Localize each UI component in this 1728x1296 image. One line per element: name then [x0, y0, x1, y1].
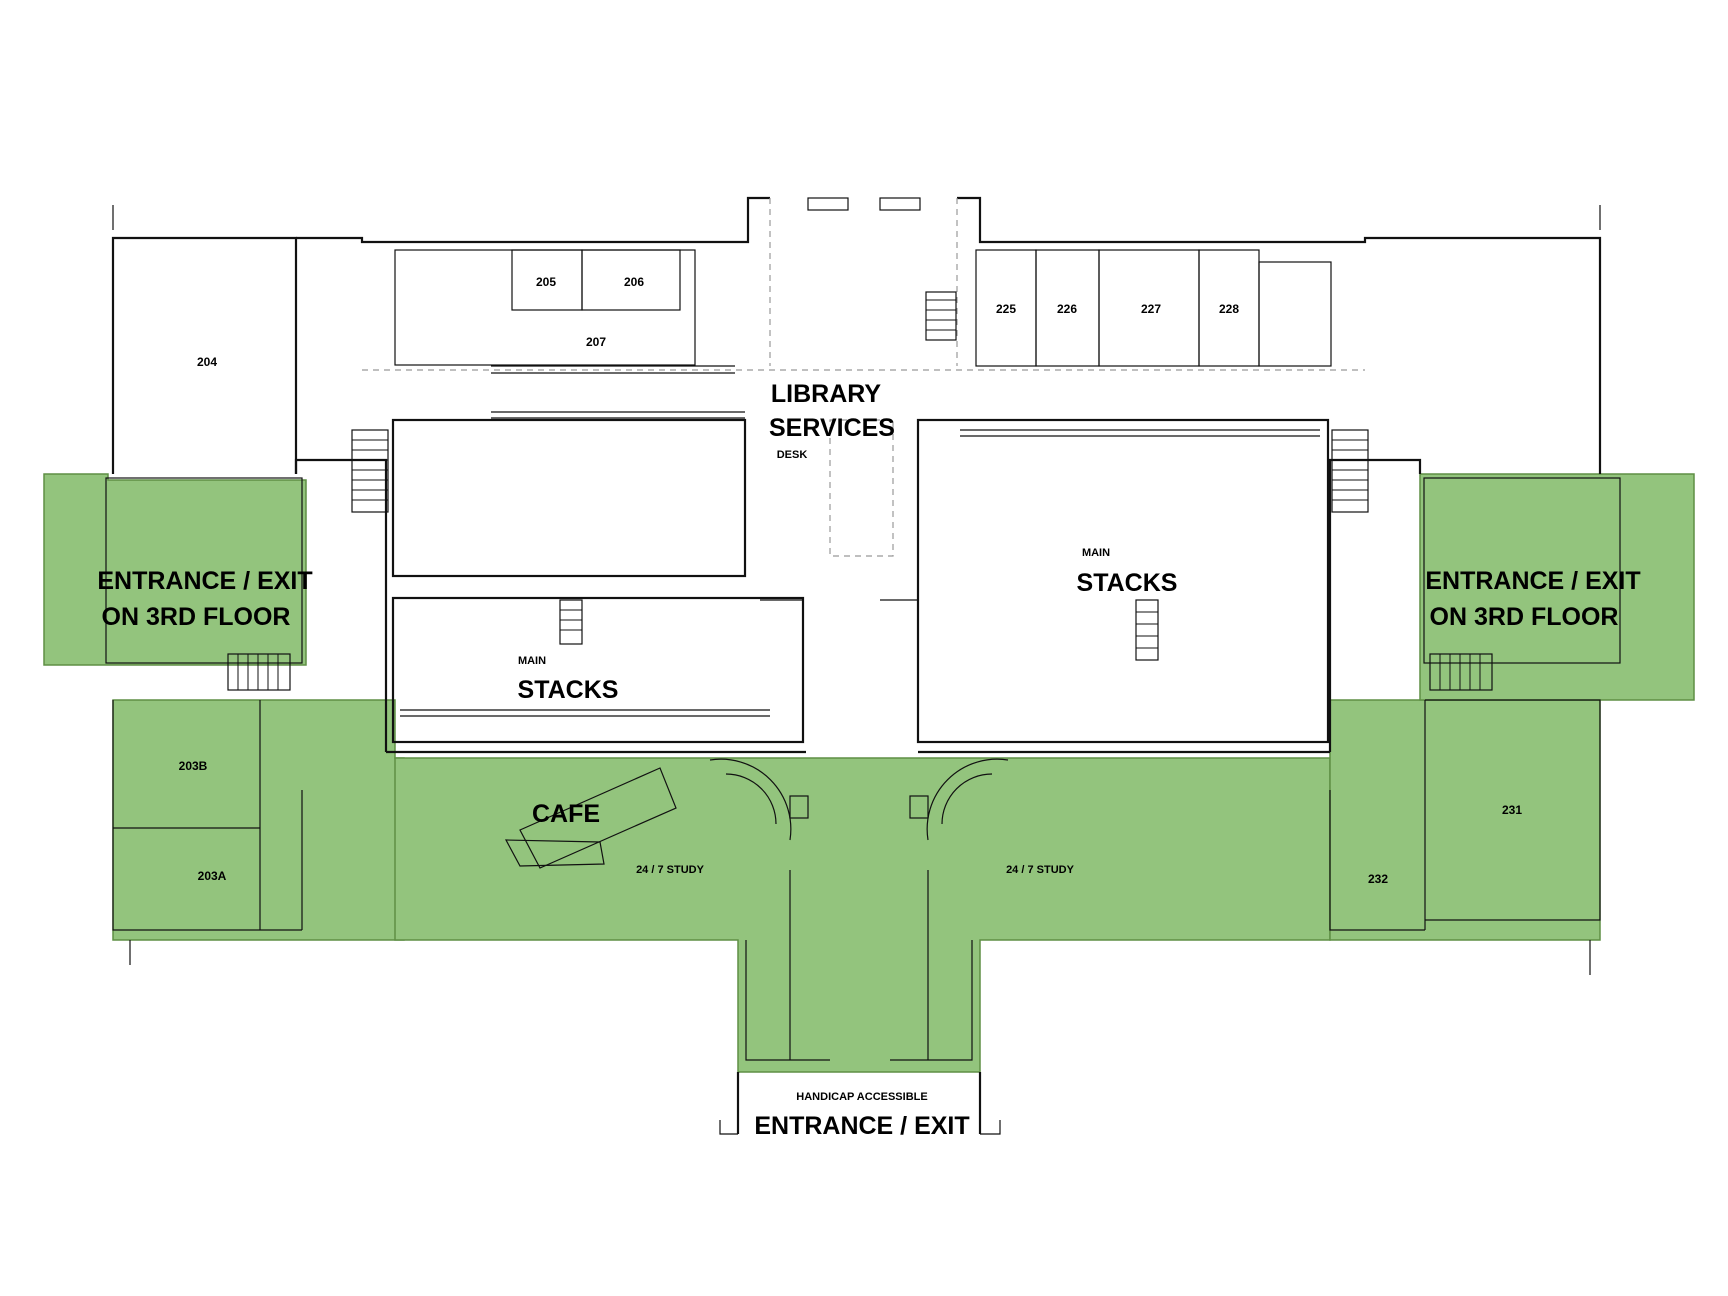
- label-room-226: 226: [1057, 302, 1077, 316]
- north-rooms: [362, 197, 1365, 557]
- label-study-left: 24 / 7 STUDY: [636, 864, 705, 876]
- label-entrance-right-2: ON 3RD FLOOR: [1430, 603, 1619, 631]
- label-entrance-left-2: ON 3RD FLOOR: [102, 603, 291, 631]
- accessible-zone-east-entrance: [1419, 473, 1695, 701]
- label-room-207: 207: [586, 335, 606, 349]
- map-labels: 204 205 206 207 225 226 227 228 203B 203…: [97, 275, 1640, 1140]
- label-desk: DESK: [777, 449, 808, 461]
- accessible-zone-west-entrance: [43, 473, 307, 666]
- label-stacks-right: STACKS: [1077, 569, 1178, 597]
- building-walls: [111, 196, 1602, 1135]
- label-entrance-left-1: ENTRANCE / EXIT: [97, 567, 312, 595]
- stacks-rooms: [391, 418, 1330, 744]
- label-handicap-accessible: HANDICAP ACCESSIBLE: [796, 1091, 927, 1103]
- label-room-231: 231: [1502, 803, 1522, 817]
- label-main-entrance: ENTRANCE / EXIT: [754, 1112, 969, 1140]
- stairs: [227, 291, 1493, 691]
- label-room-205: 205: [536, 275, 556, 289]
- label-room-232: 232: [1368, 872, 1388, 886]
- label-main-left: MAIN: [518, 655, 546, 667]
- label-room-203b: 203B: [179, 759, 208, 773]
- label-library-services-2: SERVICES: [769, 414, 895, 442]
- accessible-zone-east-rooms: [1329, 699, 1601, 941]
- label-library-services-1: LIBRARY: [771, 380, 882, 408]
- label-room-204: 204: [197, 355, 217, 369]
- label-study-right: 24 / 7 STUDY: [1006, 864, 1075, 876]
- label-entrance-right-1: ENTRANCE / EXIT: [1425, 567, 1640, 595]
- label-cafe: CAFE: [532, 800, 600, 828]
- label-room-206: 206: [624, 275, 644, 289]
- accessible-zone-west-rooms: [112, 699, 405, 941]
- label-room-227: 227: [1141, 302, 1161, 316]
- label-main-right: MAIN: [1082, 547, 1110, 559]
- label-room-203a: 203A: [198, 869, 227, 883]
- accessible-zones: [43, 473, 1695, 1073]
- cafe-counter: [504, 767, 677, 869]
- label-stacks-left: STACKS: [518, 676, 619, 704]
- label-room-225: 225: [996, 302, 1016, 316]
- label-room-228: 228: [1219, 302, 1239, 316]
- spiral-stairs: [709, 758, 1009, 841]
- lower-wing-walls: [105, 477, 1621, 1061]
